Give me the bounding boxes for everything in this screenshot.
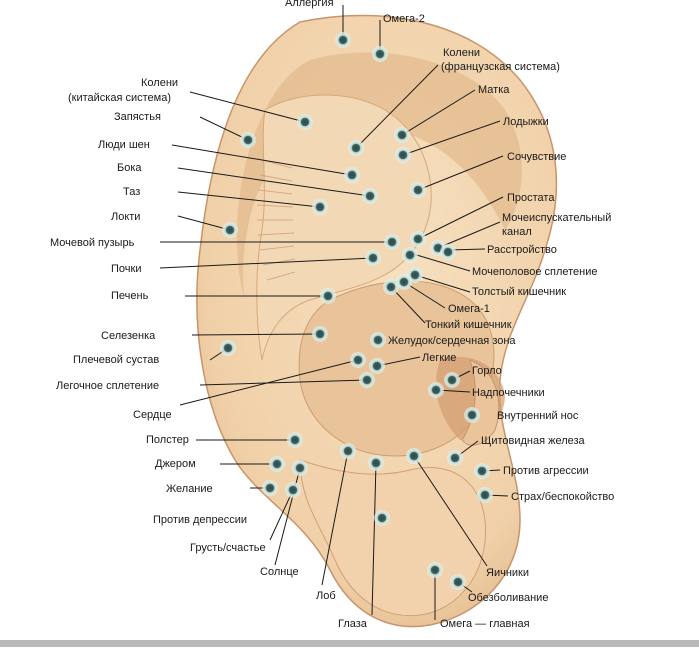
label-ankles: Лодыжки xyxy=(503,116,549,128)
label-allergy: Аллергия xyxy=(285,0,334,9)
leader-lines xyxy=(159,5,509,620)
point-throat xyxy=(444,372,460,388)
label-sadness: Грусть/счастье xyxy=(190,542,266,554)
point-small-intestine xyxy=(383,279,399,295)
point-wrists xyxy=(240,132,256,148)
label-omega2: Омега-2 xyxy=(383,13,425,25)
tragus xyxy=(461,359,500,446)
point-sides xyxy=(362,188,378,204)
point-urogenital xyxy=(402,247,418,263)
label-ovaries: Яичники xyxy=(486,567,529,579)
label-pelvis: Таз xyxy=(123,186,140,198)
point-fear xyxy=(477,487,493,503)
label-prostate: Простата xyxy=(507,192,555,204)
label-adrenals: Надпочечники xyxy=(472,387,545,399)
label-thyroid: Щитовидная железа xyxy=(481,435,586,447)
label-knees-chinese-1: Колени xyxy=(141,77,178,89)
label-liver: Печень xyxy=(111,290,149,302)
label-wrists: Запястья xyxy=(114,111,161,123)
label-elbows: Локти xyxy=(111,211,140,223)
point-ankles xyxy=(395,147,411,163)
label-sympathy: Сочувствие xyxy=(507,151,566,163)
point-bladder xyxy=(384,234,400,250)
point-lobe xyxy=(374,510,390,526)
label-polster: Полстер xyxy=(146,434,189,446)
point-polster xyxy=(287,432,303,448)
label-uterus: Матка xyxy=(478,84,510,96)
label-jerome: Джером xyxy=(155,458,196,470)
label-large-intestine: Толстый кишечник xyxy=(472,286,566,298)
label-fear: Страх/беспокойство xyxy=(511,491,614,503)
point-kidneys xyxy=(365,250,381,266)
label-lung-plexus: Легочное сплетение xyxy=(56,380,159,392)
point-stomach xyxy=(370,332,386,348)
point-omega1 xyxy=(396,274,412,290)
label-small-intestine: Тонкий кишечник xyxy=(425,319,512,331)
point-sun xyxy=(292,460,308,476)
antihelix xyxy=(256,94,432,361)
point-sadness xyxy=(285,482,301,498)
point-knees-french xyxy=(348,140,364,156)
label-anti-aggression: Против агрессии xyxy=(503,465,589,477)
label-urethra-2: канал xyxy=(502,226,532,238)
label-omega1: Омега-1 xyxy=(448,303,490,315)
label-shen-men: Люди шен xyxy=(98,139,150,151)
point-shoulder xyxy=(220,340,236,356)
label-throat: Горло xyxy=(472,365,502,377)
point-liver xyxy=(320,288,336,304)
point-jerome xyxy=(269,456,285,472)
point-allergy xyxy=(335,32,351,48)
point-omega2 xyxy=(372,46,388,62)
point-anti-aggression xyxy=(474,463,490,479)
labels: Аллергия Омега-2 Колени (французская сис… xyxy=(50,0,614,630)
label-analgesia: Обезболивание xyxy=(468,592,548,604)
point-knees-chinese xyxy=(297,114,313,130)
label-inner-nose: Внутренний нос xyxy=(497,410,579,422)
label-desire: Желание xyxy=(166,483,213,495)
label-eyes: Глаза xyxy=(338,618,368,630)
label-sun: Солнце xyxy=(260,566,299,578)
label-urethra-1: Мочеиспускательный xyxy=(502,212,611,224)
point-omega-main xyxy=(427,562,443,578)
label-heart: Сердце xyxy=(133,409,172,421)
point-uterus xyxy=(394,127,410,143)
label-spleen: Селезенка xyxy=(101,330,156,342)
point-adrenals xyxy=(428,382,444,398)
point-inner-nose xyxy=(464,407,480,423)
label-anti-depression: Против депрессии xyxy=(153,514,247,526)
point-lung-plexus xyxy=(350,352,366,368)
point-spleen xyxy=(312,326,328,342)
label-urogenital: Мочеполовое сплетение xyxy=(472,266,598,278)
label-forehead: Лоб xyxy=(316,590,336,602)
point-thyroid xyxy=(447,450,463,466)
label-knees-french-1: Колени xyxy=(443,47,480,59)
point-shen-men xyxy=(344,167,360,183)
point-heart xyxy=(359,372,375,388)
label-knees-chinese-2: (китайская система) xyxy=(68,92,171,104)
label-omega-main: Омега — главная xyxy=(440,618,530,630)
point-prostate xyxy=(410,231,426,247)
bottom-bar xyxy=(0,640,699,647)
label-lungs: Легкие xyxy=(422,352,456,364)
point-lungs xyxy=(369,358,385,374)
point-eyes xyxy=(368,455,384,471)
point-ovaries xyxy=(406,448,422,464)
point-sympathy xyxy=(410,182,426,198)
point-elbows xyxy=(222,222,238,238)
label-bladder: Мочевой пузырь xyxy=(50,237,135,249)
acupoints xyxy=(220,32,493,590)
label-knees-french-2: (французская система) xyxy=(441,61,560,73)
point-pelvis xyxy=(312,199,328,215)
point-forehead xyxy=(340,443,356,459)
point-disorder xyxy=(440,244,456,260)
point-desire xyxy=(262,480,278,496)
label-shoulder: Плечевой сустав xyxy=(73,354,159,366)
label-disorder: Расстройство xyxy=(487,244,557,256)
label-kidneys: Почки xyxy=(111,263,141,275)
label-stomach: Желудок/сердечная зона xyxy=(388,335,516,347)
label-sides: Бока xyxy=(117,162,142,174)
point-analgesia xyxy=(450,574,466,590)
